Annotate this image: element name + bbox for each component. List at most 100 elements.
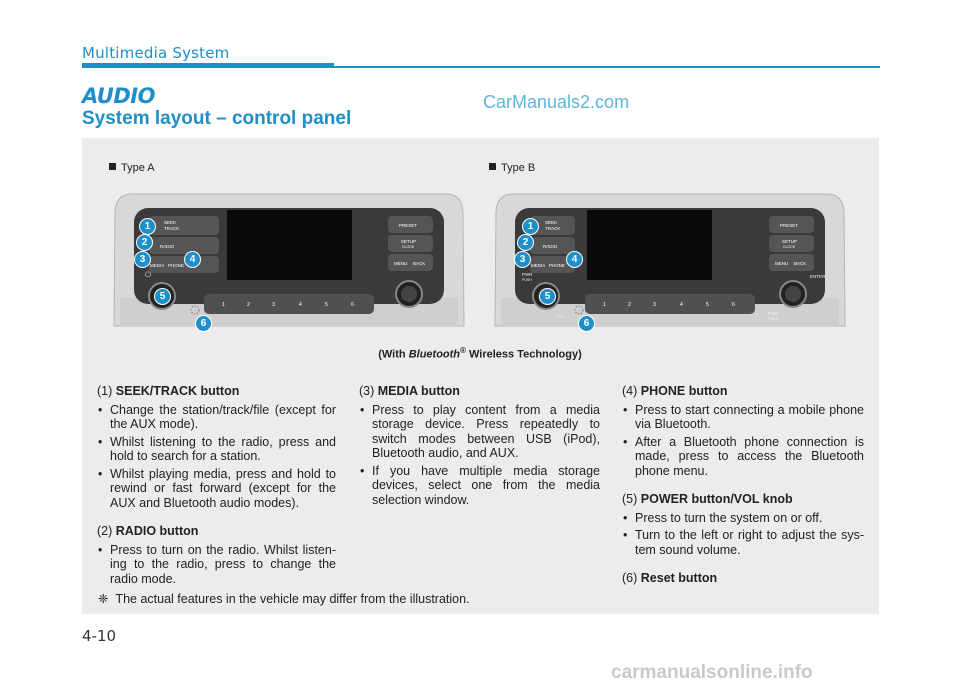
preset-2[interactable]: 2	[247, 302, 250, 308]
setup-button[interactable]	[769, 235, 814, 252]
power-icon: ⏻	[145, 270, 152, 279]
reset-button[interactable]	[574, 305, 584, 315]
head-unit-type-a: SEEK TRACK RADIO MEDIA PHONE PRESET SETU…	[113, 193, 465, 327]
preset-label: PRESET	[780, 223, 798, 228]
phone-label: PHONE	[549, 263, 565, 268]
item-media-title: MEDIA button	[377, 384, 460, 398]
track-label: TRACK	[164, 226, 179, 231]
media-phone-button[interactable]	[149, 256, 219, 273]
type-b-label: Type B	[489, 162, 535, 174]
item-radio-heading: (2) RADIO button	[97, 524, 336, 539]
radio-button[interactable]	[149, 237, 219, 254]
callout-6-type-b: 6	[578, 315, 595, 332]
item-seek-heading: (1) SEEK/TRACK button	[97, 384, 336, 399]
caption-post: Wireless Technology)	[465, 348, 582, 361]
preset-6[interactable]: 6	[732, 302, 735, 308]
list-item: If you have multiple media storage devic…	[359, 464, 600, 508]
item-power-heading: (5) POWER button/VOL knob	[622, 492, 864, 507]
seek-track-button[interactable]	[149, 216, 219, 235]
list-item: Whilst playing media, press and hold to …	[97, 467, 336, 511]
seek-label: SEEK	[545, 220, 557, 225]
menu-label: MENU	[394, 261, 407, 266]
item-radio-number: (2)	[97, 524, 113, 538]
list-item: Press to turn on the radio. Whilst liste…	[97, 543, 336, 587]
item-power-title: POWER button/VOL knob	[640, 492, 793, 506]
callout-3-type-a: 3	[134, 251, 151, 268]
display-screen	[587, 210, 712, 280]
item-phone-heading: (4) PHONE button	[622, 384, 864, 399]
callout-4-type-b: 4	[566, 251, 583, 268]
item-seek-number: (1)	[97, 384, 113, 398]
preset-strip	[204, 294, 374, 314]
preset-6[interactable]: 6	[351, 302, 354, 308]
caption-reg-mark: ®	[460, 346, 466, 355]
item-media-number: (3)	[359, 384, 375, 398]
section-header: Multimedia System	[82, 44, 230, 62]
note-symbol-icon: ❈	[98, 592, 109, 606]
radio-button[interactable]	[530, 237, 575, 254]
list-item: Press to play content from a media stora…	[359, 403, 600, 461]
callout-6-type-a: 6	[195, 315, 212, 332]
callout-3-type-b: 3	[514, 251, 531, 268]
caption-bluetooth: Bluetooth	[408, 348, 461, 361]
preset-5[interactable]: 5	[325, 302, 328, 308]
push-label: PUSH	[522, 278, 532, 282]
phone-label: PHONE	[168, 263, 184, 268]
setup-label: SETUP	[401, 239, 416, 244]
preset-1[interactable]: 1	[222, 302, 225, 308]
type-b-label-text: Type B	[501, 162, 536, 174]
list-item: Turn to the left or right to adjust the …	[622, 528, 864, 557]
preset-button[interactable]	[769, 216, 814, 233]
illustration-note: ❈ The actual features in the vehicle may…	[98, 591, 470, 606]
menu-back-button[interactable]	[769, 254, 814, 271]
list-item: Whilst listening to the radio, press and…	[97, 435, 336, 464]
preset-2[interactable]: 2	[628, 302, 631, 308]
item-seek-title: SEEK/TRACK button	[115, 384, 240, 398]
media-phone-button[interactable]	[530, 256, 575, 273]
watermark-top: CarManuals2.com	[483, 92, 630, 112]
media-label: MEDIA	[531, 263, 545, 268]
setup-label: SETUP	[782, 239, 797, 244]
item-media-list: Press to play content from a media stora…	[359, 403, 600, 508]
callout-2-type-b: 2	[517, 234, 534, 251]
item-media-heading: (3) MEDIA button	[359, 384, 600, 399]
item-reset-number: (6)	[622, 571, 638, 585]
menu-back-button[interactable]	[388, 254, 433, 271]
back-label: BACK	[413, 261, 425, 266]
section-subtitle: System layout – control panel	[82, 108, 352, 129]
preset-3[interactable]: 3	[653, 302, 656, 308]
preset-label: PRESET	[399, 223, 417, 228]
preset-4[interactable]: 4	[680, 302, 683, 308]
preset-3[interactable]: 3	[272, 302, 275, 308]
preset-1[interactable]: 1	[603, 302, 606, 308]
column-1: (1) SEEK/TRACK button Change the station…	[97, 384, 336, 600]
callout-5-type-b: 5	[539, 288, 556, 305]
list-item: After a Bluetooth phone connection is ma…	[622, 435, 864, 479]
clock-label: CLOCK	[783, 245, 796, 249]
reset-button[interactable]	[190, 305, 200, 315]
item-reset-title: Reset button	[640, 571, 718, 585]
item-radio-list: Press to turn on the radio. Whilst liste…	[97, 543, 336, 587]
item-seek-list: Change the station/track/file (except fo…	[97, 403, 336, 511]
callout-1-type-b: 1	[522, 218, 539, 235]
track-label: TRACK	[545, 226, 560, 231]
watermark-bottom: carmanualsonline.info	[611, 662, 813, 683]
callout-2-type-a: 2	[136, 234, 153, 251]
enter-label: ENTER	[810, 274, 826, 279]
item-phone-title: PHONE button	[640, 384, 728, 398]
setup-button[interactable]	[388, 235, 433, 252]
note-text: The actual features in the vehicle may d…	[115, 592, 470, 606]
type-a-label: Type A	[109, 162, 155, 174]
item-radio-title: RADIO button	[115, 524, 199, 538]
callout-1-type-a: 1	[139, 218, 156, 235]
item-reset-heading: (6) Reset button	[622, 571, 864, 586]
preset-button[interactable]	[388, 216, 433, 233]
seek-track-button[interactable]	[530, 216, 575, 235]
callout-4-type-a: 4	[184, 251, 201, 268]
preset-5[interactable]: 5	[706, 302, 709, 308]
header-rule-thick	[82, 63, 334, 68]
callout-5-type-a: 5	[154, 288, 171, 305]
page-number: 4-10	[82, 627, 117, 645]
preset-4[interactable]: 4	[299, 302, 302, 308]
menu-label: MENU	[775, 261, 788, 266]
